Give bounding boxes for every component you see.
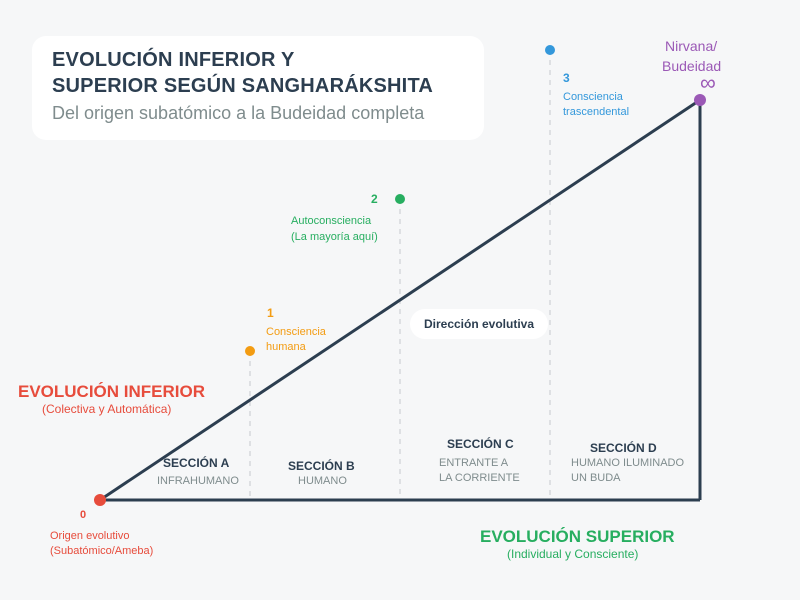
evolution-diagonal-line: [99, 98, 701, 502]
title-line-2: SUPERIOR SEGÚN SANGHARÁKSHITA: [52, 75, 434, 97]
milestone-2-marker: [395, 194, 405, 204]
origin-label-line1: Origen evolutivo: [50, 530, 130, 542]
milestone-1-marker: [245, 346, 255, 356]
higher-evolution-subtitle: (Individual y Consciente): [507, 547, 639, 561]
summit-label-line2: Budeidad: [662, 58, 722, 74]
section-c-title: SECCIÓN C: [447, 437, 514, 451]
section-d-label-line1: HUMANO ILUMINADO: [571, 457, 685, 469]
lower-evolution-subtitle: (Colectiva y Automática): [42, 402, 172, 416]
section-c-label-line1: ENTRANTE A: [439, 457, 509, 469]
origin-number: 0: [80, 509, 87, 521]
section-c-label-line2: LA CORRIENTE: [439, 472, 520, 484]
section-d-label-line2: UN BUDA: [571, 472, 621, 484]
subtitle: Del origen subatómico a la Budeidad comp…: [52, 103, 425, 123]
infinity-symbol: ∞: [700, 70, 716, 95]
title-card: EVOLUCIÓN INFERIOR Y SUPERIOR SEGÚN SANG…: [32, 36, 484, 140]
milestone-3-label-line2: trascendental: [563, 106, 630, 118]
section-a-label: INFRAHUMANO: [157, 475, 239, 487]
origin-label-line2: (Subatómico/Ameba): [50, 545, 154, 557]
section-a-title: SECCIÓN A: [163, 456, 230, 470]
milestone-1-label-line1: Consciencia: [266, 326, 326, 338]
direction-label: Dirección evolutiva: [410, 309, 548, 339]
section-d-title: SECCIÓN D: [590, 441, 657, 455]
milestone-3-marker: [545, 45, 555, 55]
milestone-2-label-line2: (La mayoría aquí): [291, 231, 378, 243]
higher-evolution-title: EVOLUCIÓN SUPERIOR: [480, 527, 675, 546]
milestone-1-label-line2: humana: [266, 341, 306, 353]
milestone-1-number: 1: [267, 306, 274, 320]
section-b-title: SECCIÓN B: [288, 459, 355, 473]
summit-marker: [694, 94, 706, 106]
title-line-1: EVOLUCIÓN INFERIOR Y: [52, 49, 295, 71]
milestone-2-label-line1: Autoconsciencia: [291, 215, 372, 227]
section-b-label: HUMANO: [298, 475, 347, 487]
origin-marker: [94, 494, 106, 506]
milestone-3-number: 3: [563, 71, 570, 85]
milestone-2-number: 2: [371, 192, 378, 206]
milestone-3-label-line1: Consciencia: [563, 91, 623, 103]
lower-evolution-title: EVOLUCIÓN INFERIOR: [18, 382, 206, 401]
summit-label-line1: Nirvana/: [665, 38, 718, 54]
